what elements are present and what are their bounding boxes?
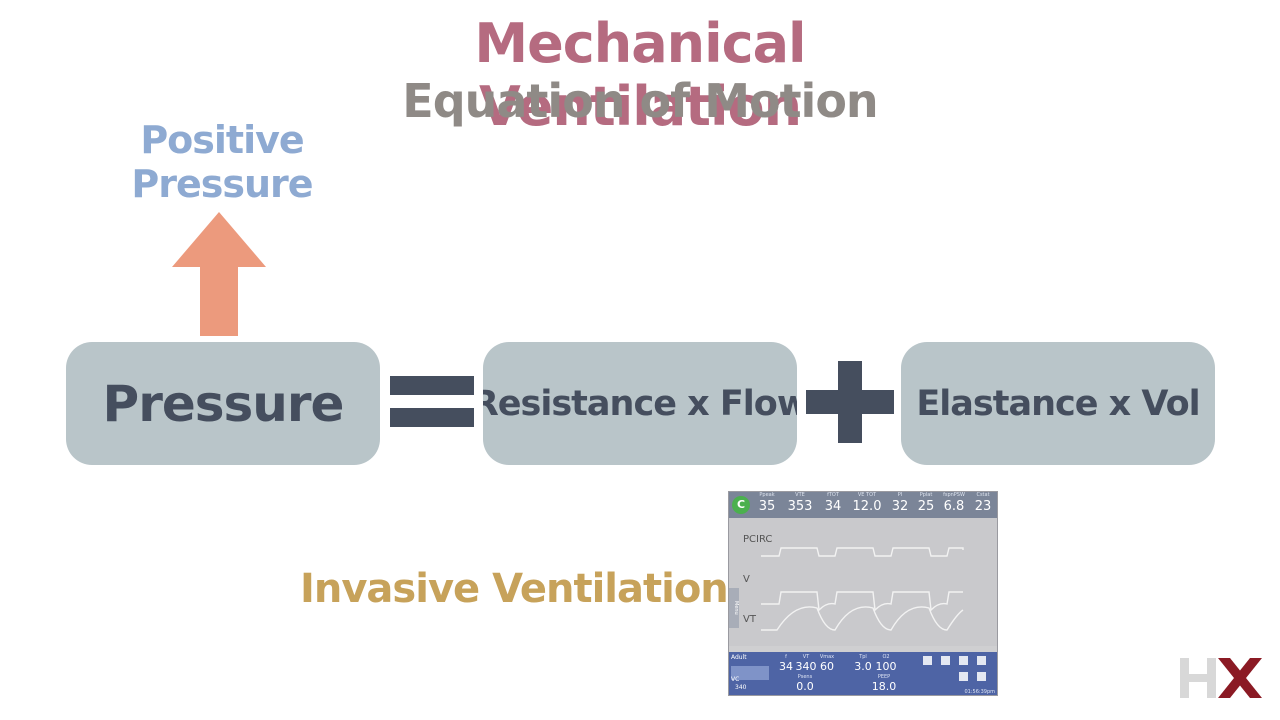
wrench-icon	[959, 656, 968, 665]
subtitle: Equation of Motion	[402, 74, 878, 128]
elastance-volume-box: Elastance x Vol	[901, 342, 1215, 465]
camera-icon	[959, 672, 968, 681]
wave-label-volume: VT	[743, 614, 756, 625]
up-arrow-icon	[172, 212, 266, 337]
zoom-icon	[977, 656, 986, 665]
ventilator-waveform-area: Menu PCIRC V VT	[729, 518, 997, 646]
hx-logo	[1180, 658, 1262, 698]
wave-label-flow: V	[743, 574, 750, 585]
wave-label-pressure: PCIRC	[743, 534, 773, 545]
vent-mode-line3: 340	[735, 684, 747, 691]
vent-menu-button: Menu	[729, 588, 739, 628]
alarm-icon	[941, 656, 950, 665]
help-icon	[977, 672, 986, 681]
ventilator-waveforms	[761, 547, 964, 631]
main-title: Mechanical Ventilation	[474, 12, 806, 138]
vent-mode-box: VC	[731, 666, 769, 683]
ventilator-logo-icon: C	[732, 496, 750, 514]
home-icon	[923, 656, 932, 665]
resistance-flow-box: Resistance x Flow	[483, 342, 797, 465]
equals-sign-icon	[390, 376, 474, 428]
positive-pressure-label: Positive Pressure	[110, 118, 334, 206]
plus-sign-icon	[806, 361, 894, 443]
positive-pressure-line2: Pressure	[131, 162, 313, 206]
vent-clock: 01:56:39pm	[964, 689, 995, 695]
pressure-box: Pressure	[66, 342, 380, 465]
positive-pressure-line1: Positive	[140, 118, 304, 162]
vent-icon-group	[919, 656, 997, 695]
invasive-ventilation-label: Invasive Ventilation	[300, 566, 729, 612]
vent-mode-line1: Adult	[731, 654, 747, 661]
